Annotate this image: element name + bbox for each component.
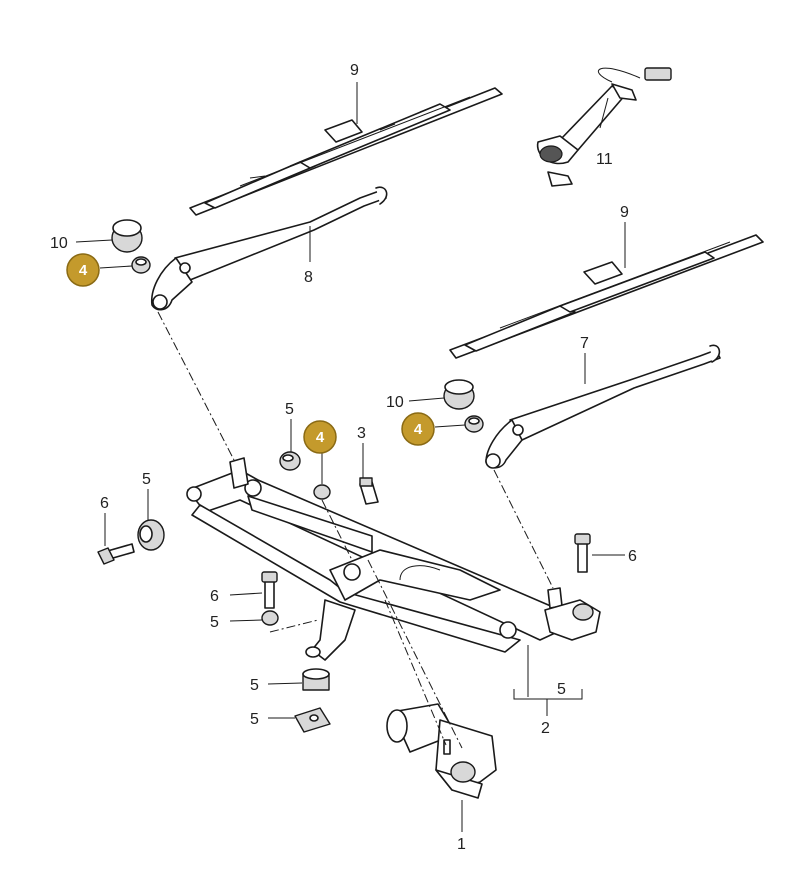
badge-4-left: 4 <box>66 253 100 287</box>
callout-1: 1 <box>457 836 466 853</box>
callout-5-plate: 5 <box>250 711 259 728</box>
bolt-lower <box>261 571 278 609</box>
nut-center <box>313 484 331 500</box>
callout-5-group: 5 <box>557 681 566 698</box>
badge-4-center-text: 4 <box>316 429 325 446</box>
wiper-arm-left <box>151 186 388 311</box>
badge-4-right: 4 <box>401 412 435 446</box>
callout-9-upper: 9 <box>350 62 359 79</box>
callout-6-right: 6 <box>628 548 637 565</box>
callout-3: 3 <box>357 425 366 442</box>
bolt-right <box>574 533 591 573</box>
wiper-motor <box>386 703 497 799</box>
rubber-mount-top <box>279 451 301 471</box>
callout-6-left: 6 <box>100 495 109 512</box>
spacer-lower <box>261 610 279 626</box>
callout-11: 11 <box>596 151 613 168</box>
callout-7: 7 <box>580 335 589 352</box>
callout-5-lower: 5 <box>210 614 219 631</box>
callout-10-left: 10 <box>50 235 68 252</box>
callout-2: 2 <box>541 720 550 737</box>
badge-4-center: 4 <box>303 420 337 454</box>
badge-4-right-text: 4 <box>414 421 423 438</box>
wiper-blade-lower <box>449 234 764 359</box>
callout-5-left: 5 <box>142 471 151 488</box>
washer-nozzle <box>536 67 672 187</box>
cover-cap-right <box>443 379 475 410</box>
badge-4-left-text: 4 <box>79 262 88 279</box>
rubber-buffer <box>302 668 330 691</box>
callout-5-buffer: 5 <box>250 677 259 694</box>
callout-9-lower: 9 <box>620 204 629 221</box>
mounting-plate <box>294 707 331 733</box>
wiper-linkage <box>186 457 601 661</box>
nut-left <box>131 256 151 274</box>
rubber-mount-left <box>137 519 165 551</box>
callout-6-lower: 6 <box>210 588 219 605</box>
wiper-blade-upper <box>189 87 503 216</box>
callout-10-right: 10 <box>386 394 404 411</box>
bolt-3 <box>359 477 379 505</box>
wiper-arm-right <box>485 344 721 469</box>
cover-cap-left <box>111 219 143 253</box>
nut-right <box>464 415 484 433</box>
bolt-left <box>97 543 135 565</box>
callout-5-top: 5 <box>285 401 294 418</box>
callout-8: 8 <box>304 269 313 286</box>
